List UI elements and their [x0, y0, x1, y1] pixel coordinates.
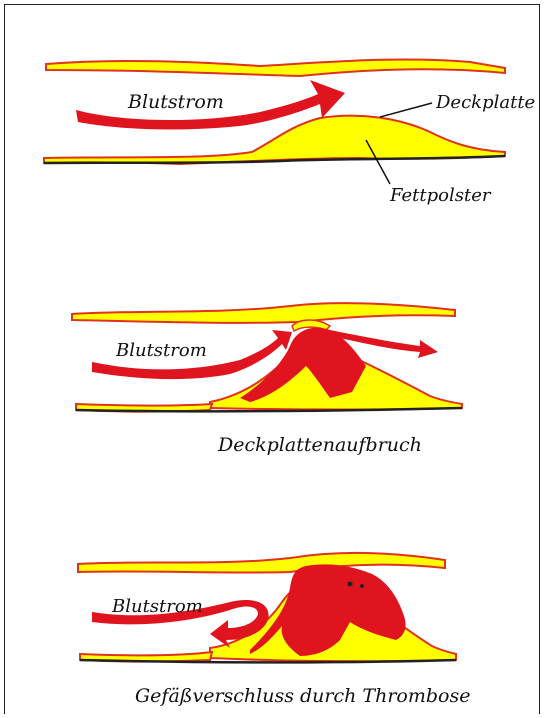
panel-3: Blutstrom Gefäßverschluss durch Thrombos…: [78, 553, 470, 707]
panel-2: Blutstrom Deckplattenaufbruch: [72, 303, 462, 456]
panel-1-upper-wall: [46, 59, 505, 76]
panel-2-caption: Deckplattenaufbruch: [217, 434, 422, 456]
panel-3-flow-label: Blutstrom: [111, 596, 203, 617]
panel-3-caption: Gefäßverschluss durch Thrombose: [135, 685, 470, 707]
panel-1-fat-label: Fettpolster: [389, 185, 492, 206]
panel-3-upper-wall: [78, 553, 445, 573]
panel-2-flow-label: Blutstrom: [115, 340, 207, 361]
panel-2-upper-wall: [72, 303, 455, 323]
panel-1: Blutstrom Deckplatte Fettpolster: [44, 59, 535, 206]
panel-1-cap-leader: [380, 103, 432, 117]
panel-3-thrombus-dot-2: [360, 584, 364, 588]
panel-3-thrombus-dot-1: [348, 582, 353, 587]
panel-1-cap-label: Deckplatte: [435, 92, 535, 113]
panel-1-flow-label: Blutstrom: [127, 91, 224, 113]
